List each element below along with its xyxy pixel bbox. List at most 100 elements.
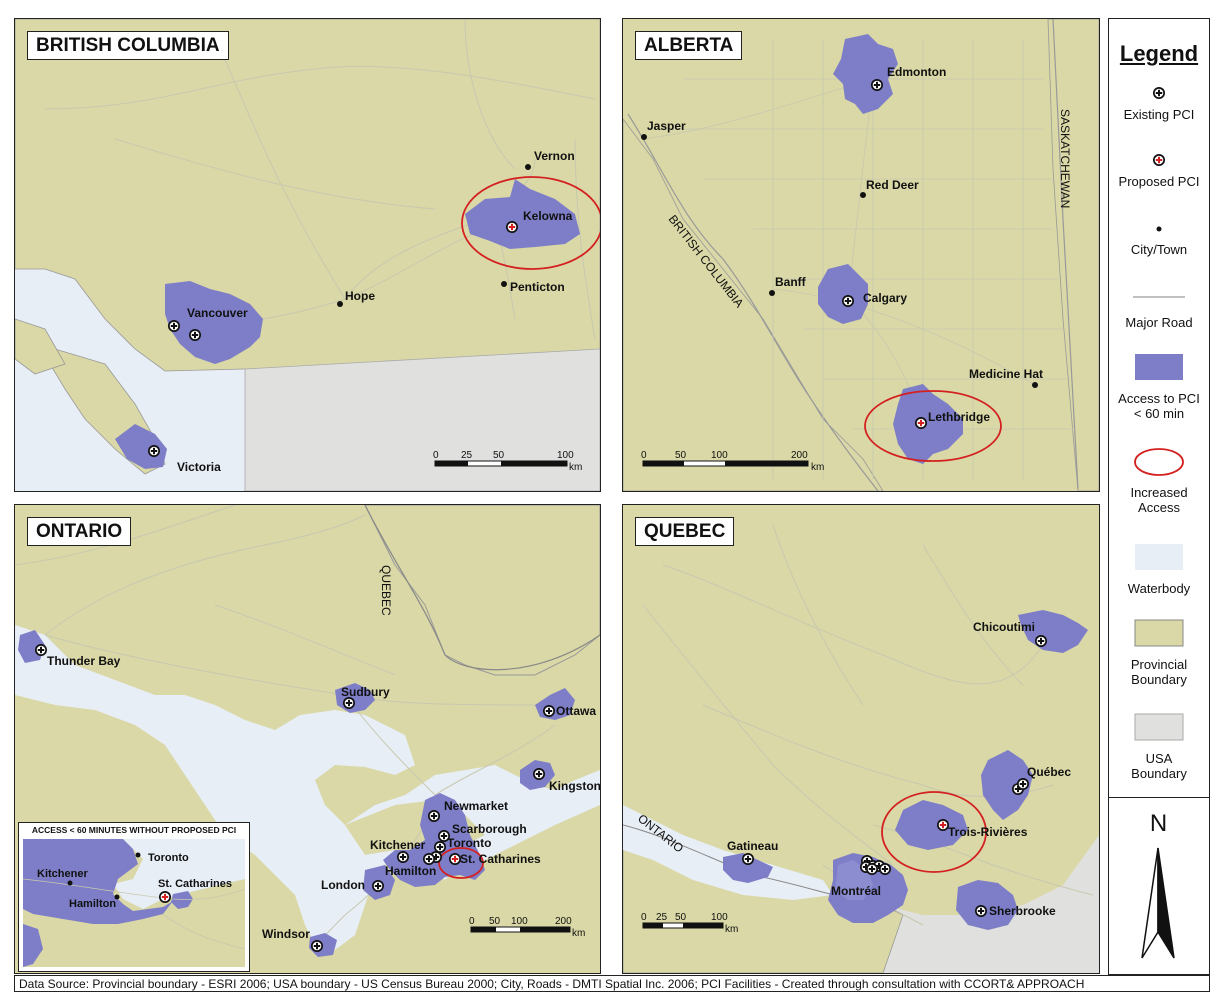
scale-unit: km — [811, 462, 824, 473]
city-label-london: London — [321, 878, 365, 892]
legend-item-province: Provincial Boundary — [1109, 619, 1209, 687]
legend-label: USA — [1145, 751, 1173, 766]
region-label-sk: SASKATCHEWAN — [1058, 109, 1072, 208]
panel-title-bc: BRITISH COLUMBIA — [27, 31, 229, 60]
legend-label: Major Road — [1125, 315, 1193, 330]
inset-label-stcatharines: St. Catharines — [158, 878, 232, 890]
inset-label-hamilton: Hamilton — [69, 898, 116, 910]
scale-tick: 0 — [469, 916, 475, 927]
scale-tick: 100 — [711, 912, 728, 923]
city-label-gatineau: Gatineau — [727, 839, 778, 853]
city-label-jasper: Jasper — [647, 119, 686, 133]
city-label-sherbrooke: Sherbrooke — [989, 904, 1056, 918]
legend-label: Provincial — [1130, 657, 1188, 672]
inset-map-on: ACCESS < 60 MINUTES WITHOUT PROPOSED PCI… — [18, 822, 250, 972]
scale-tick: 100 — [711, 450, 728, 461]
scale-tick: 50 — [675, 450, 687, 461]
legend-item-proposed: Proposed PCI — [1109, 152, 1209, 189]
map-panel-ab: ALBERTA Edmonton Jasper — [622, 18, 1100, 492]
city-label-vernon: Vernon — [534, 149, 575, 163]
usa-boundary-icon — [1134, 713, 1184, 741]
city-label-reddeer: Red Deer — [866, 178, 919, 192]
legend-label: City/Town — [1130, 242, 1188, 257]
region-label-qc: QUEBEC — [379, 565, 393, 616]
legend-item-city: City/Town — [1109, 224, 1209, 257]
legend-label: Boundary — [1131, 672, 1187, 687]
city-label-scarborough: Scarborough — [452, 822, 527, 836]
city-label-kelowna: Kelowna — [523, 209, 573, 223]
city-label-troisrivieres: Trois-Rivières — [948, 825, 1028, 839]
panel-title-on: ONTARIO — [27, 517, 132, 546]
scale-tick: 50 — [675, 912, 687, 923]
legend-item-usa: USA Boundary — [1109, 713, 1209, 781]
city-label-vancouver: Vancouver — [187, 306, 248, 320]
city-label-banff: Banff — [775, 275, 807, 289]
legend-panel: Legend Existing PCI Proposed PCI City/To… — [1108, 18, 1210, 975]
legend-label: Increased — [1130, 485, 1188, 500]
provincial-boundary-icon — [1134, 619, 1184, 647]
city-label-calgary: Calgary — [863, 291, 907, 305]
scale-tick: 50 — [493, 450, 505, 461]
legend-item-existing: Existing PCI — [1109, 85, 1209, 122]
legend-label: Proposed PCI — [1118, 174, 1200, 189]
city-label-sudbury: Sudbury — [341, 685, 390, 699]
legend-label: Waterbody — [1127, 581, 1191, 596]
legend-label: Existing PCI — [1123, 107, 1195, 122]
city-label-hope: Hope — [345, 289, 375, 303]
city-label-lethbridge: Lethbridge — [928, 410, 990, 424]
scale-tick: 100 — [557, 450, 574, 461]
legend-label: Access to PCI — [1118, 391, 1200, 406]
city-label-penticton: Penticton — [510, 280, 565, 294]
city-label-toronto: Toronto — [447, 836, 491, 850]
map-ab: Edmonton Jasper Red Deer Banff Calgary M… — [623, 19, 1099, 491]
road-line-icon — [1133, 296, 1185, 298]
scale-unit: km — [725, 924, 738, 935]
scale-unit: km — [572, 928, 585, 939]
map-qc: Chicoutimi Québec Trois-Rivières Gatinea… — [623, 505, 1099, 973]
legend-item-access: Access to PCI < 60 min — [1109, 353, 1209, 421]
north-arrow: N — [1110, 800, 1207, 973]
city-label-edmonton: Edmonton — [887, 65, 946, 79]
scale-tick: 25 — [461, 450, 473, 461]
existing-pci-icon — [1153, 87, 1165, 99]
waterbody-icon — [1135, 544, 1183, 570]
inset-label-kitchener: Kitchener — [37, 868, 88, 880]
map-panel-bc: BRITISH COLUMBIA Vernon Kelowna — [14, 18, 601, 492]
scale-unit: km — [569, 462, 582, 473]
legend-divider — [1109, 797, 1209, 798]
scale-tick: 50 — [489, 916, 501, 927]
panel-title-qc: QUEBEC — [635, 517, 735, 546]
city-label-victoria: Victoria — [177, 460, 221, 474]
increased-access-icon — [1134, 448, 1184, 476]
scale-bar-ab: 0 50 100 200 km — [641, 450, 824, 473]
legend-label: < 60 min — [1133, 406, 1185, 421]
inset-title: ACCESS < 60 MINUTES WITHOUT PROPOSED PCI — [31, 825, 237, 835]
city-label-medicinehat: Medicine Hat — [969, 367, 1043, 381]
city-label-kitchener: Kitchener — [370, 838, 426, 852]
panel-title-ab: ALBERTA — [635, 31, 743, 60]
scale-tick: 25 — [656, 912, 668, 923]
proposed-pci-icon — [1153, 154, 1165, 166]
city-label-windsor: Windsor — [262, 927, 310, 941]
access-area-icon — [1135, 354, 1183, 380]
legend-item-water: Waterbody — [1109, 543, 1209, 596]
city-label-montreal: Montréal — [831, 884, 881, 898]
legend-title: Legend — [1119, 41, 1199, 66]
scale-tick: 0 — [641, 450, 647, 461]
scale-bar-on: 0 50 100 200 km — [469, 916, 585, 939]
city-label-stcatharines: St. Catharines — [460, 852, 541, 866]
inset-map: Toronto Kitchener Hamilton St. Catharine… — [23, 839, 245, 967]
legend-label: Boundary — [1131, 766, 1187, 781]
scale-tick: 0 — [641, 912, 647, 923]
city-label-newmarket: Newmarket — [444, 799, 508, 813]
scale-tick: 200 — [555, 916, 572, 927]
map-bc: Vernon Kelowna Penticton Hope Vancouver … — [15, 19, 600, 491]
scale-tick: 200 — [791, 450, 808, 461]
legend-label: Access — [1138, 500, 1180, 515]
city-label-chicoutimi: Chicoutimi — [973, 620, 1035, 634]
city-dot-icon — [1156, 226, 1162, 232]
data-source-footer: Data Source: Provincial boundary - ESRI … — [14, 975, 1210, 992]
north-arrow-icon — [1141, 847, 1175, 959]
city-label-ottawa: Ottawa — [556, 704, 596, 718]
city-label-kingston: Kingston — [549, 779, 600, 793]
